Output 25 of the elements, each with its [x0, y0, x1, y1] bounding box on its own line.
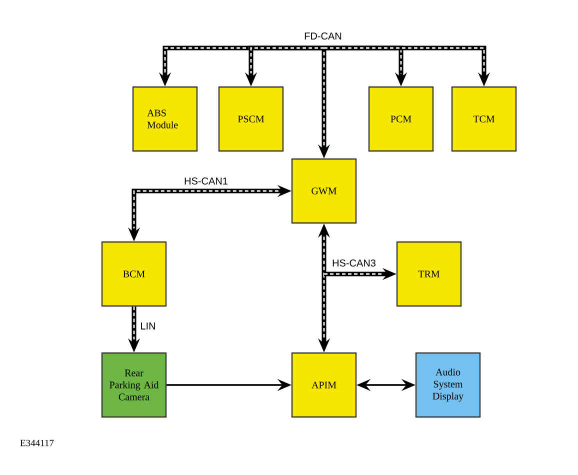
module-box: ABS Module [132, 86, 198, 152]
bus-connector [128, 185, 292, 242]
bus-connector [318, 224, 330, 274]
module-box: GWM [291, 158, 357, 224]
module-box: PCM [368, 86, 434, 152]
bus-connector [324, 268, 396, 280]
bus-label: FD-CAN [304, 32, 342, 40]
module-box: TCM [451, 86, 517, 152]
edge-label: HS-CAN1 [184, 176, 228, 186]
bus-connector [245, 46, 324, 86]
module-box: PSCM [218, 86, 284, 152]
bus-connector [128, 306, 140, 352]
display-box: Audio System Display [415, 352, 481, 418]
module-box: APIM [291, 352, 357, 418]
module-box: BCM [101, 241, 167, 307]
bus-connector [318, 274, 330, 352]
edge-label: LIN [140, 322, 156, 330]
module-box: TRM [396, 241, 462, 307]
arrow [357, 379, 416, 391]
figure-number: E344117 [20, 439, 54, 447]
camera-box: Rear Parking Aid Camera [101, 352, 167, 418]
edge-label: HS-CAN3 [332, 258, 376, 268]
bus-connector [324, 46, 490, 86]
arrow [166, 379, 292, 391]
bus-connector [318, 48, 330, 158]
